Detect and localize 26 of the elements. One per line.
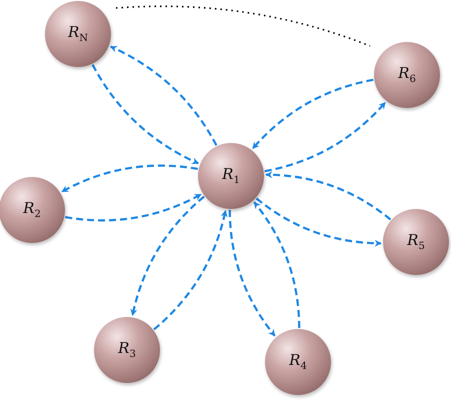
dashed-arrow — [253, 202, 300, 328]
node-label: R$_{N}$ — [68, 24, 88, 44]
dashed-arrow — [265, 171, 392, 220]
sphere-node — [374, 42, 440, 108]
node-label: R$_{1}$ — [222, 166, 240, 186]
dashed-arrow — [264, 102, 386, 172]
dashed-arrow — [92, 64, 199, 164]
node-label: R$_{5}$ — [407, 232, 425, 252]
sphere-node — [94, 317, 160, 383]
dashed-arrow — [130, 196, 205, 316]
sphere-node — [0, 177, 65, 243]
dashed-arrow — [153, 210, 228, 330]
dashed-arrow — [252, 78, 374, 150]
dashed-arrow — [110, 46, 218, 146]
dashed-arrow — [65, 193, 202, 222]
dashed-arrow — [256, 198, 382, 247]
dashed-arrow — [61, 164, 198, 193]
sphere-node — [198, 143, 264, 209]
sphere-node — [45, 1, 111, 67]
sphere-node — [265, 329, 331, 395]
node-label: R$_{2}$ — [23, 200, 41, 220]
node-label: R$_{4}$ — [289, 352, 307, 372]
node-label: R$_{6}$ — [398, 66, 416, 84]
sphere-node — [383, 209, 449, 275]
dashed-arrow — [228, 210, 276, 336]
node-label: R$_{3}$ — [118, 340, 136, 360]
